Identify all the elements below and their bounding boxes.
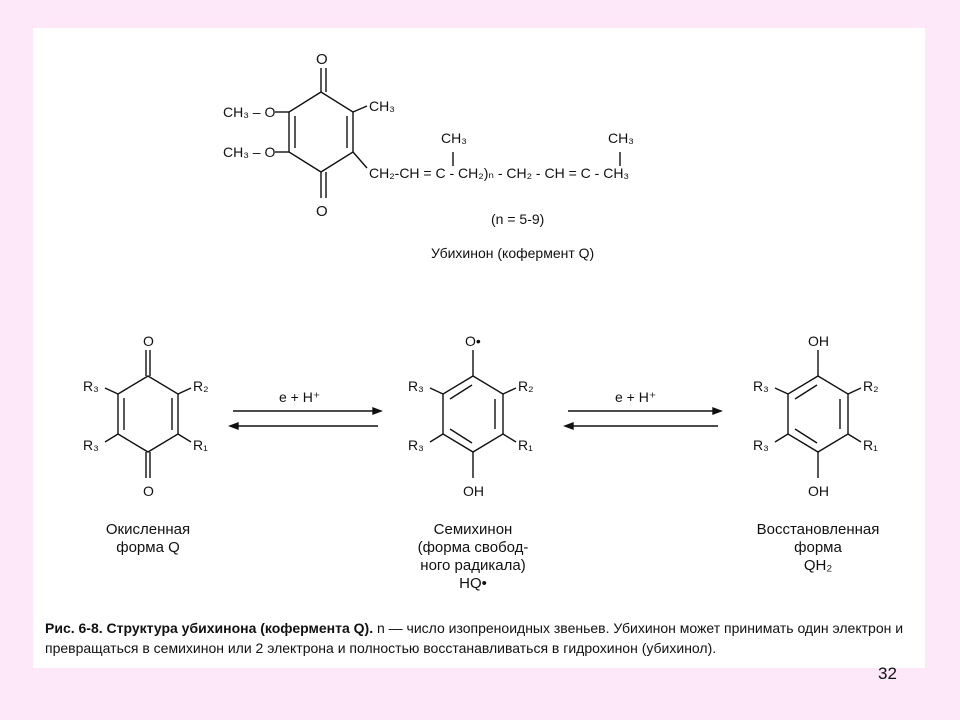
red-r1: R₁: [863, 437, 878, 453]
ubq-ch3o-top: CH₃ – O: [223, 104, 275, 120]
oxidized-form-structure: O O R₃ R₃ R₂ R₁: [83, 333, 209, 499]
ox-r3b: R₃: [83, 437, 99, 453]
arrow-label-left: e + H⁺: [279, 389, 320, 405]
semi-o-top: O•: [465, 333, 481, 349]
semi-oh-bottom: OH: [463, 483, 484, 499]
ox-label-line2: форма Q: [116, 539, 180, 556]
ox-label-line1: Окисленная: [105, 521, 191, 538]
semi-r2: R₂: [518, 378, 534, 394]
semiquinone-structure: O• OH R₃ R₃ R₂ R₁: [408, 333, 534, 499]
caption-title: Рис. 6-8. Структура убихинона (кофермент…: [45, 620, 374, 636]
semi-r1: R₁: [518, 437, 533, 453]
red-r3a: R₃: [753, 378, 769, 394]
red-label-line2: форма: [794, 539, 842, 556]
oxidized-form-label: Окисленная форма Q: [78, 521, 218, 557]
reduced-form-structure: OH OH R₃ R₃ R₂ R₁: [753, 333, 879, 499]
semi-label-line4: HQ•: [459, 575, 487, 592]
semi-label-line3: ного радикала): [420, 557, 526, 574]
semi-label-line1: Семихинон: [433, 521, 513, 538]
ox-r1: R₁: [193, 437, 208, 453]
ox-o-top: O: [143, 333, 154, 349]
red-oh-top: OH: [808, 333, 829, 349]
red-r3b: R₃: [753, 437, 769, 453]
ubq-o-bottom: O: [316, 203, 328, 220]
ubq-ch3o-bottom: CH₃ – O: [223, 144, 275, 160]
ubq-n-range: (n = 5-9): [491, 211, 544, 227]
ox-r2: R₂: [193, 378, 209, 394]
caption-text: n — число изопреноидных звеньев. Убихино…: [45, 620, 904, 656]
semi-label-line2: (форма свобод-: [417, 539, 529, 556]
semiquinone-label: Семихинон (форма свобод- ного радикала) …: [398, 521, 548, 593]
red-oh-bottom: OH: [808, 483, 829, 499]
semi-r3a: R₃: [408, 378, 424, 394]
ubq-ch3-side2: CH₃: [608, 130, 634, 146]
ubq-ch3-side1: CH₃: [441, 130, 467, 146]
red-r2: R₂: [863, 378, 879, 394]
ox-o-bottom: O: [143, 483, 154, 499]
structure-diagram: O O CH₃ – O CH₃ – O CH₃ CH₃ CH₃ CH₂-CH =…: [83, 51, 879, 499]
arrow-label-right: e + H⁺: [615, 389, 656, 405]
figure-caption: Рис. 6-8. Структура убихинона (кофермент…: [45, 618, 917, 658]
ox-r3a: R₃: [83, 378, 99, 394]
ubq-name: Убихинон (кофермент Q): [431, 245, 594, 261]
ubq-o-top: O: [316, 51, 328, 68]
ubq-ch3-ring: CH₃: [369, 98, 395, 114]
page-number: 32: [878, 664, 897, 683]
reduced-form-label: Восстановленная форма QH₂: [738, 521, 898, 575]
semi-r3b: R₃: [408, 437, 424, 453]
red-label-line1: Восстановленная: [756, 521, 880, 538]
slide: O O CH₃ – O CH₃ – O CH₃ CH₃ CH₃ CH₂-CH =…: [33, 28, 925, 668]
red-label-line3: QH₂: [803, 557, 833, 574]
ubq-chain: CH₂-CH = C - CH₂)ₙ - CH₂ - CH = C - CH₃: [369, 165, 629, 181]
